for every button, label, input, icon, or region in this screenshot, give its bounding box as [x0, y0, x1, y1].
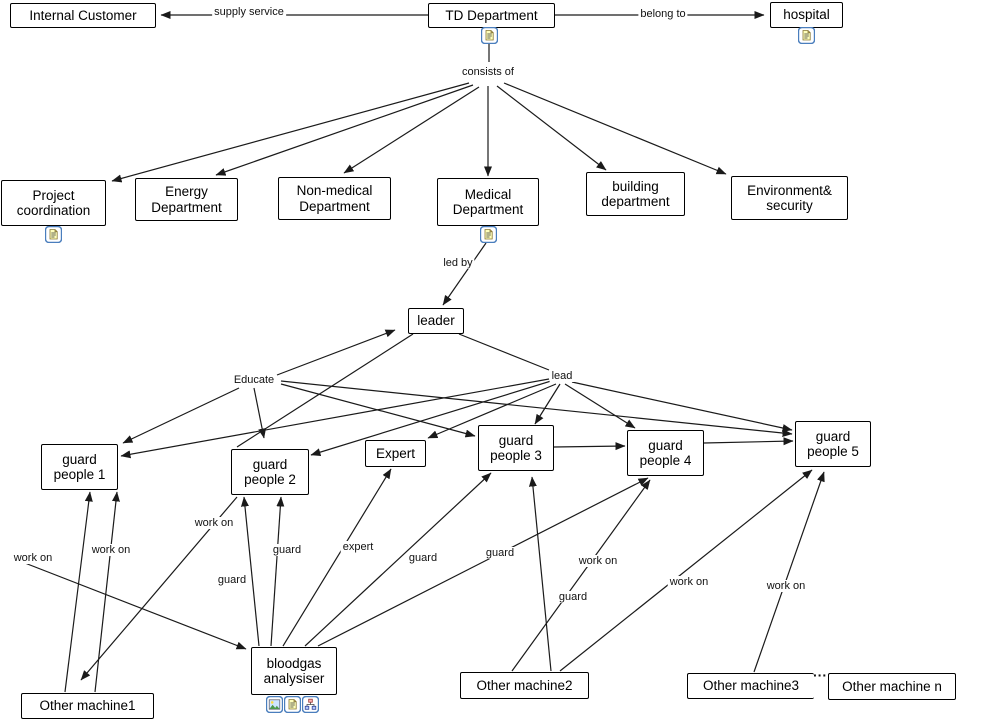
node-building-department[interactable]: building department — [586, 172, 685, 216]
link-phrase-label[interactable]: guard — [270, 544, 304, 556]
document-icon[interactable] — [480, 226, 497, 243]
connection-arrow — [559, 469, 813, 672]
connection-arrow — [496, 85, 607, 171]
node-guard-people-2[interactable]: guard people 2 — [231, 449, 309, 495]
connection-arrow — [270, 496, 285, 647]
document-icon[interactable] — [45, 226, 62, 243]
link-phrase-label[interactable]: work on — [192, 517, 236, 529]
node-hospital[interactable]: hospital — [770, 2, 843, 28]
connection-arrow — [553, 442, 626, 451]
node-non-medical-department[interactable]: Non-medical Department — [278, 177, 391, 220]
document-icon[interactable] — [284, 696, 301, 713]
connection-line — [458, 333, 550, 371]
connection-arrow — [503, 82, 727, 175]
image-icon[interactable] — [266, 696, 283, 713]
node-project-coordination[interactable]: Project coordination — [1, 180, 106, 226]
connection-arrow — [534, 383, 561, 425]
node-guard-people-5[interactable]: guard people 5 — [795, 421, 871, 467]
link-phrase-label[interactable]: guard — [215, 574, 249, 586]
connection-arrow — [304, 472, 492, 647]
connection-arrow — [120, 378, 550, 459]
link-phrase-label[interactable]: expert — [340, 541, 376, 553]
link-phrase-label[interactable]: work on — [11, 552, 55, 564]
connection-arrow — [511, 479, 651, 672]
connection-arrow — [571, 381, 793, 432]
connection-arrow — [528, 476, 552, 672]
link-phrase-label[interactable]: Educate — [231, 374, 277, 386]
node-other-machine3[interactable]: Other machine3 — [687, 673, 814, 699]
node-guard-people-4[interactable]: guard people 4 — [627, 430, 704, 476]
link-phrase-label[interactable]: work on — [764, 580, 808, 592]
document-icon[interactable] — [798, 27, 815, 44]
connection-arrow — [240, 496, 260, 647]
link-phrase-label[interactable]: guard — [406, 552, 440, 564]
connection-arrow — [343, 86, 480, 174]
connection-arrow — [11, 557, 247, 650]
node-leader[interactable]: leader — [408, 308, 464, 334]
connection-arrow — [427, 383, 557, 439]
connection-arrow — [64, 491, 93, 693]
connection-arrow — [111, 82, 470, 183]
link-phrase-label[interactable]: guard — [483, 547, 517, 559]
link-phrase-label[interactable]: work on — [89, 544, 133, 556]
node-environment-security[interactable]: Environment& security — [731, 176, 848, 220]
connection-arrow — [703, 437, 794, 446]
link-phrase-label[interactable]: guard — [556, 591, 590, 603]
tree-icon[interactable] — [302, 696, 319, 713]
node-internal-customer[interactable]: Internal Customer — [10, 3, 156, 28]
node-expert[interactable]: Expert — [365, 440, 426, 467]
connection-line — [236, 333, 414, 448]
node-td-department[interactable]: TD Department — [428, 3, 555, 28]
connection-arrow — [280, 380, 793, 437]
link-phrase-label[interactable]: consists of — [460, 66, 516, 78]
connection-arrow — [282, 468, 392, 647]
node-energy-department[interactable]: Energy Department — [135, 178, 238, 221]
link-phrase-label[interactable]: supply service — [212, 6, 286, 18]
link-phrase-label[interactable]: work on — [576, 555, 620, 567]
connection-arrow — [276, 329, 396, 376]
node-medical-department[interactable]: Medical Department — [437, 178, 539, 226]
connection-arrow — [122, 387, 240, 444]
connection-arrow — [317, 477, 649, 647]
node-other-machine2[interactable]: Other machine2 — [460, 672, 589, 699]
connection-arrow — [442, 242, 487, 306]
ellipsis-label: ··· — [813, 667, 827, 683]
node-bloodgas-analysiser[interactable]: bloodgas analysiser — [251, 647, 337, 695]
connection-arrow — [215, 84, 474, 176]
link-phrase-label[interactable]: led by — [441, 257, 475, 269]
connection-arrow — [753, 471, 825, 673]
node-other-machine1[interactable]: Other machine1 — [21, 693, 154, 719]
connection-arrow — [564, 383, 636, 429]
document-icon[interactable] — [481, 27, 498, 44]
link-phrase-label[interactable]: lead — [549, 370, 575, 382]
node-other-machine-n[interactable]: Other machine n — [828, 673, 956, 700]
node-guard-people-3[interactable]: guard people 3 — [478, 425, 554, 471]
connection-arrow — [253, 387, 267, 439]
link-phrase-label[interactable]: belong to — [638, 8, 688, 20]
node-guard-people-1[interactable]: guard people 1 — [41, 444, 118, 490]
link-phrase-label[interactable]: work on — [667, 576, 711, 588]
connection-arrow — [310, 380, 552, 457]
